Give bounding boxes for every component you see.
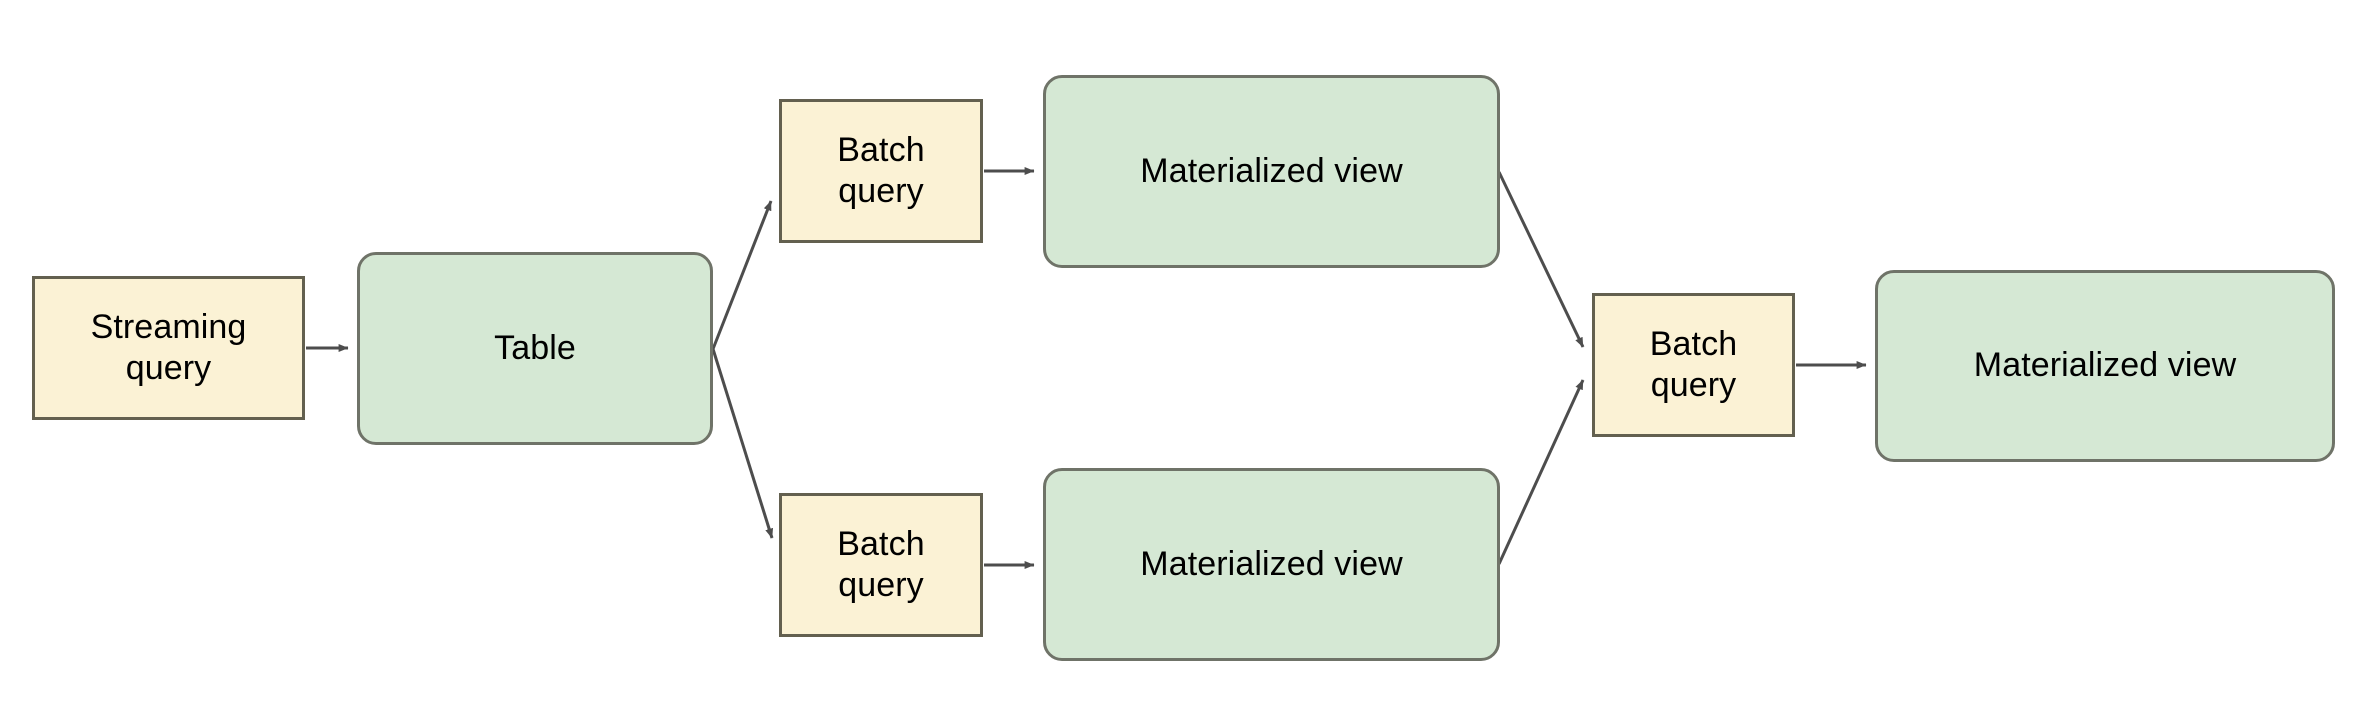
node-label-materialized-view-top: Materialized view — [1140, 151, 1403, 190]
edge-materialized-view-bottom-to-batch-query-merge — [1497, 379, 1585, 565]
node-streaming-query[interactable]: Streaming query — [32, 276, 305, 420]
node-label-batch-query-merge: Batch query — [1649, 324, 1738, 404]
node-label-materialized-view-final: Materialized view — [1973, 346, 2237, 385]
node-label-streaming-query: Streaming query — [90, 307, 247, 387]
node-materialized-view-top[interactable]: Materialized view — [1043, 75, 1500, 268]
node-label-table: Table — [494, 328, 576, 367]
node-batch-query-bottom[interactable]: Batch query — [779, 493, 983, 637]
node-batch-query-top[interactable]: Batch query — [779, 99, 983, 243]
node-materialized-view-bottom[interactable]: Materialized view — [1043, 468, 1500, 661]
node-batch-query-merge[interactable]: Batch query — [1592, 293, 1795, 437]
node-label-materialized-view-bottom: Materialized view — [1140, 544, 1403, 583]
edge-materialized-view-top-to-batch-query-merge — [1497, 171, 1585, 348]
node-label-batch-query-top: Batch query — [837, 130, 925, 210]
edge-table-to-batch-query-top — [711, 200, 773, 350]
node-label-batch-query-bottom: Batch query — [837, 524, 925, 604]
node-materialized-view-final[interactable]: Materialized view — [1875, 270, 2335, 462]
node-table[interactable]: Table — [357, 252, 713, 445]
edge-table-to-batch-query-bottom — [711, 348, 774, 539]
